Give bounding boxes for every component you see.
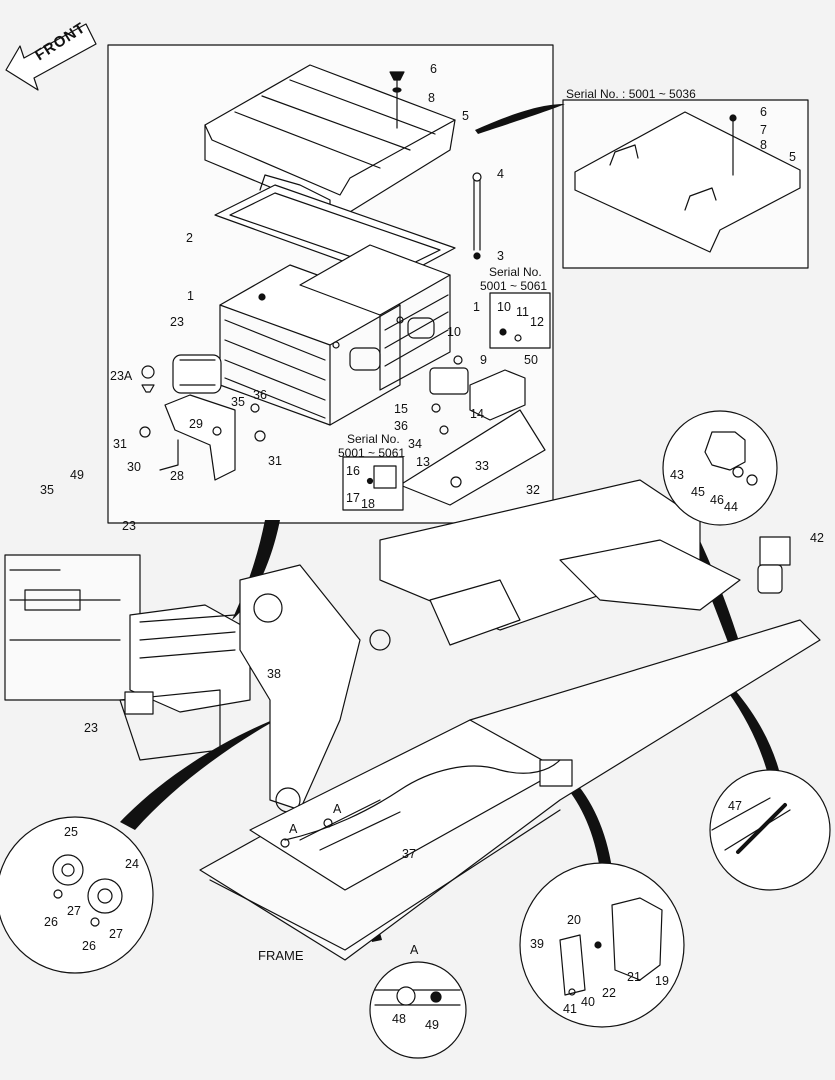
clamp-detail-circle bbox=[369, 961, 467, 1059]
callout: 47 bbox=[728, 799, 742, 813]
frame-label: FRAME bbox=[258, 948, 304, 963]
callout: 36 bbox=[394, 419, 408, 433]
callout: 29 bbox=[189, 417, 203, 431]
callout: A bbox=[289, 822, 298, 836]
callout: 18 bbox=[361, 497, 375, 511]
front-arrow-icon bbox=[5, 23, 97, 91]
callout: 4 bbox=[497, 167, 504, 181]
callout: 35 bbox=[231, 395, 245, 409]
callout: 19 bbox=[655, 974, 669, 988]
callout: 40 bbox=[581, 995, 595, 1009]
callout: 37 bbox=[402, 847, 416, 861]
callout: 49 bbox=[70, 468, 84, 482]
callout: 6 bbox=[760, 105, 767, 119]
callout: 32 bbox=[526, 483, 540, 497]
callout: 27 bbox=[109, 927, 123, 941]
callout: 8 bbox=[760, 138, 767, 152]
callout: 23 bbox=[170, 315, 184, 329]
callout: 10 bbox=[447, 325, 461, 339]
callout: 25 bbox=[64, 825, 78, 839]
callout: 28 bbox=[170, 469, 184, 483]
callout: 20 bbox=[567, 913, 581, 927]
callout: 8 bbox=[428, 91, 435, 105]
callout: 33 bbox=[475, 459, 489, 473]
callout: A bbox=[333, 802, 342, 816]
callout: 38 bbox=[267, 667, 281, 681]
callout: 45 bbox=[691, 485, 705, 499]
callout: 31 bbox=[268, 454, 282, 468]
callout: 23 bbox=[122, 519, 136, 533]
callout: 5 bbox=[789, 150, 796, 164]
callout: 44 bbox=[724, 500, 738, 514]
callout: 22 bbox=[602, 986, 616, 1000]
callout: 12 bbox=[530, 315, 544, 329]
callout: 27 bbox=[67, 904, 81, 918]
callout: 16 bbox=[346, 464, 360, 478]
serial-note-terminal-line2: 5001 ~ 5061 bbox=[338, 446, 406, 460]
part43-detail-circle bbox=[662, 410, 778, 526]
callout: 9 bbox=[480, 353, 487, 367]
callout: 15 bbox=[394, 402, 408, 416]
callout: 17 bbox=[346, 491, 360, 505]
callout: 48 bbox=[392, 1012, 406, 1026]
callout: 24 bbox=[125, 857, 139, 871]
callout: 14 bbox=[470, 407, 484, 421]
leader-shape bbox=[120, 715, 285, 830]
callout: 13 bbox=[416, 455, 430, 469]
callout: 26 bbox=[82, 939, 96, 953]
callout: 26 bbox=[44, 915, 58, 929]
callout: 42 bbox=[810, 531, 824, 545]
serial-note-terminal-line1: Serial No. bbox=[347, 432, 400, 446]
callout: 49 bbox=[425, 1018, 439, 1032]
callout: 23 bbox=[84, 721, 98, 735]
callout: 41 bbox=[563, 1002, 577, 1016]
serial-note-cover: Serial No. : 5001 ~ 5036 bbox=[566, 87, 696, 101]
callout: 21 bbox=[627, 970, 641, 984]
callout: 39 bbox=[530, 937, 544, 951]
part47-detail-circle bbox=[709, 769, 831, 891]
horn-detail-circle bbox=[0, 816, 154, 974]
serial-note-bolt-line2: 5001 ~ 5061 bbox=[480, 279, 548, 293]
leader-shape bbox=[564, 778, 612, 870]
callout: 2 bbox=[186, 231, 193, 245]
callout: 1 bbox=[187, 289, 194, 303]
callout: 6 bbox=[430, 62, 437, 76]
callout: 46 bbox=[710, 493, 724, 507]
callout: 7 bbox=[760, 123, 767, 137]
callout: 3 bbox=[497, 249, 504, 263]
callout: 30 bbox=[127, 460, 141, 474]
callout: 34 bbox=[408, 437, 422, 451]
leader-shape bbox=[475, 104, 565, 134]
callout: 43 bbox=[670, 468, 684, 482]
callout: A bbox=[410, 943, 419, 957]
callout: 10 bbox=[497, 300, 511, 314]
callout: 5 bbox=[462, 109, 469, 123]
leader-shape bbox=[728, 690, 782, 782]
callout: 1 bbox=[473, 300, 480, 314]
callout: 50 bbox=[524, 353, 538, 367]
callout: 11 bbox=[516, 305, 529, 319]
callout: 23A bbox=[110, 369, 133, 383]
serial-note-bolt-line1: Serial No. bbox=[489, 265, 542, 279]
callout: 35 bbox=[40, 483, 54, 497]
callout: 31 bbox=[113, 437, 127, 451]
callout: 36 bbox=[253, 388, 267, 402]
